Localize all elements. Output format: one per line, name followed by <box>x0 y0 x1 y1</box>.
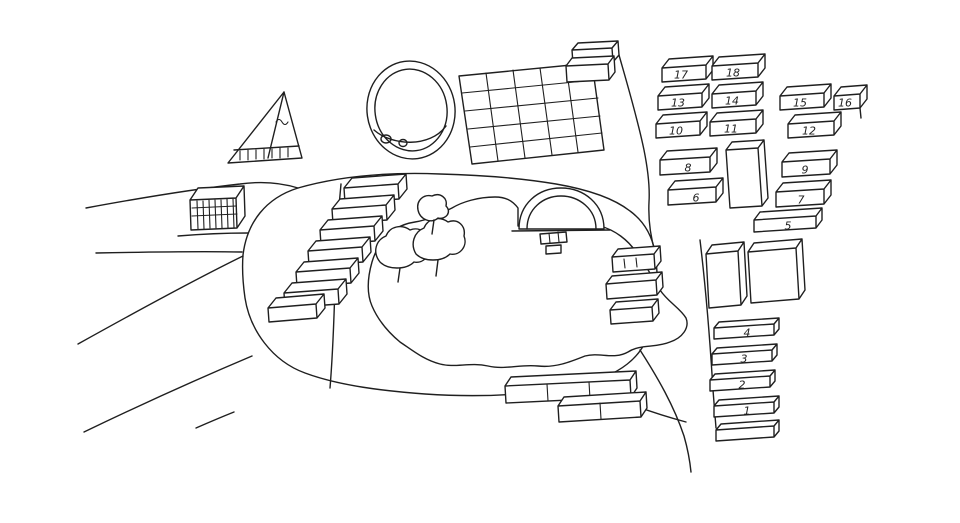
building-3 <box>711 343 778 366</box>
building-label-1: 1 <box>743 404 751 418</box>
building-17 <box>661 55 714 83</box>
building-label-18: 18 <box>726 66 740 80</box>
building-label-5: 5 <box>784 219 792 233</box>
building-11 <box>709 109 764 137</box>
north-small-building <box>565 40 620 83</box>
building-15 <box>779 83 832 111</box>
building-label-3: 3 <box>740 352 748 366</box>
building-label-16: 16 <box>838 96 852 110</box>
building-16 <box>833 84 868 111</box>
fountain <box>417 194 450 222</box>
building-1 <box>713 395 780 418</box>
building-4 <box>713 317 780 340</box>
building-8 <box>659 147 718 176</box>
building-label-17: 17 <box>674 68 688 82</box>
building-label-7: 7 <box>797 193 805 207</box>
dormitory-row <box>267 173 408 323</box>
unnumbered-bar <box>715 419 780 442</box>
striped-building <box>189 185 246 231</box>
numbered-buildings <box>655 53 868 442</box>
triangle-building <box>227 91 303 164</box>
building-label-8: 8 <box>684 161 692 175</box>
building-18 <box>711 53 766 81</box>
lakeside-block <box>605 271 664 300</box>
large-block-west <box>705 241 748 309</box>
large-block-east <box>747 238 806 304</box>
tall-building <box>725 139 769 209</box>
building-label-4: 4 <box>743 326 751 340</box>
building-12 <box>787 111 842 139</box>
building-14 <box>711 81 764 109</box>
building-5 <box>753 207 823 233</box>
trees <box>375 194 466 283</box>
building-label-10: 10 <box>669 124 683 138</box>
building-13 <box>657 83 710 111</box>
south-buildings <box>504 370 648 423</box>
building-10 <box>655 111 708 139</box>
building-2 <box>709 369 776 392</box>
lakeside-block <box>609 298 660 325</box>
dorm-block <box>267 293 326 323</box>
south-block <box>557 391 648 423</box>
building-9 <box>781 149 838 178</box>
dome-building <box>511 187 611 255</box>
building-label-13: 13 <box>671 96 685 110</box>
stadium-oval <box>366 60 456 160</box>
building-7 <box>775 179 832 208</box>
building-6 <box>667 177 724 206</box>
building-label-2: 2 <box>738 378 746 392</box>
building-label-12: 12 <box>802 124 816 138</box>
grid-plots <box>458 62 605 165</box>
building-label-11: 11 <box>724 122 738 136</box>
lakeside-buildings <box>605 245 664 325</box>
building-label-9: 9 <box>801 163 809 177</box>
building-label-6: 6 <box>692 191 700 205</box>
building-label-14: 14 <box>725 94 739 108</box>
building-label-15: 15 <box>793 96 807 110</box>
